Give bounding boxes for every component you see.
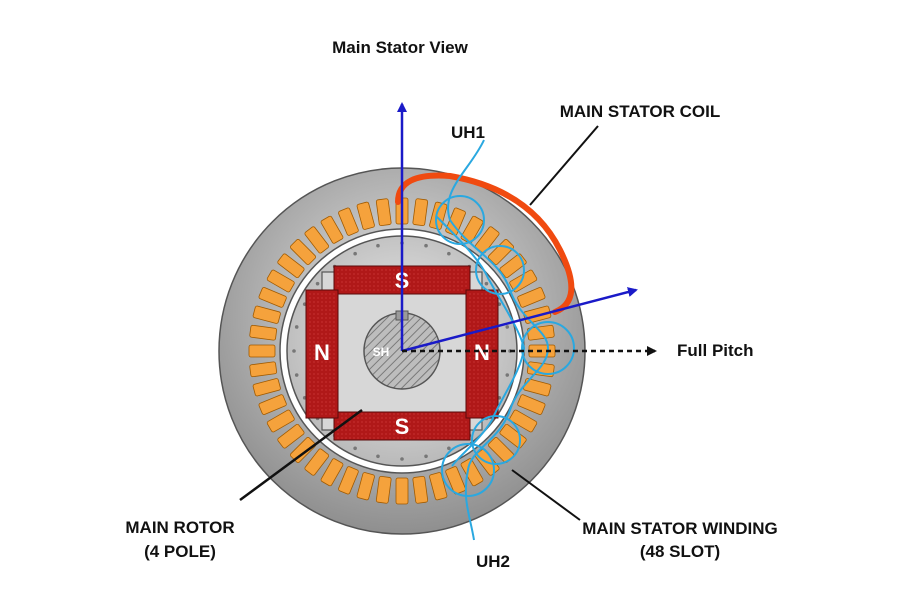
coil-leader-line — [529, 125, 599, 206]
stator-slot — [304, 226, 330, 254]
pole-right-label: N — [474, 340, 490, 365]
pole-left-label: N — [314, 340, 330, 365]
stator-slot — [412, 475, 429, 504]
winding-circle-4 — [471, 415, 521, 465]
stator-slot — [277, 423, 305, 449]
stator-slot — [526, 361, 555, 378]
rotor-bolt — [292, 349, 296, 353]
winding-markers — [435, 139, 575, 541]
uh2-marker-circle — [441, 443, 495, 497]
rotor-bolt — [484, 281, 489, 286]
rotor-bolt — [353, 251, 357, 256]
stator-slot — [517, 394, 546, 415]
stator-slot — [356, 201, 375, 230]
rotor-bolt — [376, 454, 380, 459]
stator-slot — [277, 253, 305, 279]
stator-slot — [338, 466, 359, 495]
pole-left: N — [305, 289, 339, 419]
uh1-marker-circle — [435, 195, 485, 245]
stator-slot — [375, 198, 392, 227]
stator-slot — [249, 324, 278, 341]
stator-slot — [304, 448, 330, 476]
stator-slot — [445, 466, 466, 495]
pole-bottom-label: S — [395, 414, 410, 439]
shaft-label: SH — [373, 345, 390, 359]
stator-slot — [412, 198, 429, 227]
main-rotor-sublabel: (4 POLE) — [144, 542, 216, 561]
stator-slot — [338, 207, 359, 236]
rotor-bolt — [505, 373, 510, 377]
rotor-bolt — [376, 243, 380, 248]
winding-circle-3 — [521, 321, 575, 375]
stator-slot — [248, 344, 276, 358]
stator-slot — [517, 287, 546, 308]
stator-slots — [248, 197, 556, 505]
stator-slot — [395, 477, 409, 505]
pole-bottom: S — [333, 411, 471, 441]
stator-slot — [266, 409, 295, 433]
rotor-bolt — [447, 446, 451, 451]
stator-slot — [356, 472, 375, 501]
rotor-bolt — [294, 373, 299, 377]
winding-path — [447, 139, 550, 541]
angled-axis-arrow — [401, 287, 638, 353]
stator-slot — [249, 361, 278, 378]
uh2-label: UH2 — [476, 552, 510, 571]
main-stator-coil-label: MAIN STATOR COIL — [560, 102, 721, 121]
stator-slot — [252, 378, 281, 397]
winding-leader-line — [511, 469, 581, 521]
rotor-bolt — [400, 457, 404, 461]
stator-slot — [429, 472, 448, 501]
main-stator-winding-sublabel: (48 SLOT) — [640, 542, 720, 561]
stator-slot — [258, 394, 287, 415]
stator-slot — [375, 475, 392, 504]
stator-slot — [289, 238, 317, 266]
stator-slot — [252, 305, 281, 324]
rotor-bolt — [447, 251, 451, 256]
stator-slot — [320, 215, 344, 244]
rotor-bolt — [505, 325, 510, 329]
stator-slot — [320, 458, 344, 487]
stator-slot — [460, 215, 484, 244]
full-pitch-label: Full Pitch — [677, 341, 754, 360]
winding-path-back — [435, 215, 526, 467]
pole-right: N — [465, 289, 499, 419]
uh1-label: UH1 — [451, 123, 485, 142]
diagram-title: Main Stator View — [332, 38, 468, 57]
rotor-bolt — [353, 446, 357, 451]
rotor-bolt — [294, 325, 299, 329]
rotor-bolt — [424, 243, 428, 248]
stator-slot — [509, 409, 538, 433]
stator-slot — [266, 269, 295, 293]
main-stator-coil — [395, 172, 575, 315]
rotor-leader-line — [239, 408, 363, 502]
stator-slot — [258, 287, 287, 308]
rotor-bolt — [315, 281, 320, 286]
main-rotor-label: MAIN ROTOR — [125, 518, 234, 537]
rotor-bolt — [424, 454, 428, 459]
winding-circle-2 — [475, 245, 525, 295]
main-stator-winding-label: MAIN STATOR WINDING — [582, 519, 777, 538]
